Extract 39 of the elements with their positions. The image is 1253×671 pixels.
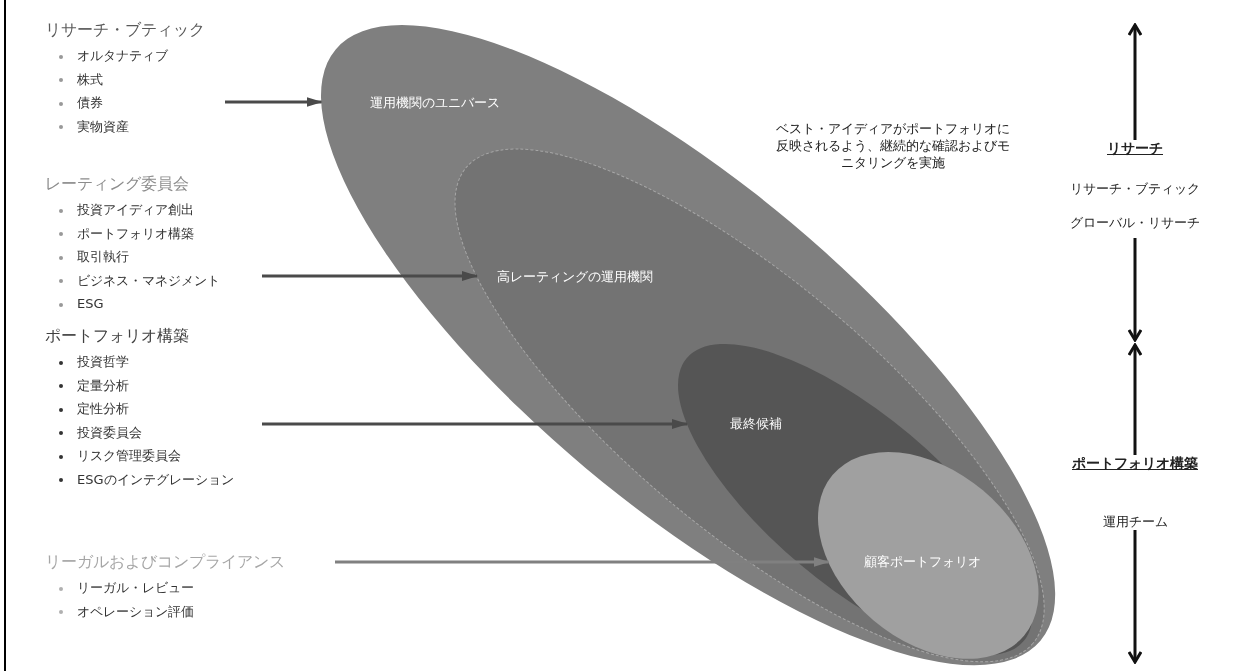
list-item: オルタナティブ: [77, 48, 168, 63]
ellipse-label: 顧客ポートフォリオ: [863, 552, 981, 571]
list-item: リスク管理委員会: [77, 448, 181, 463]
section-heading: ポートフォリオ構築: [1071, 455, 1199, 473]
list-item: リーガル・レビュー: [77, 580, 194, 595]
ellipse-label: 運用機関のユニバース: [370, 94, 500, 112]
section-item: グローバル・リサーチ: [1070, 214, 1200, 232]
list-item: 債券: [77, 95, 103, 110]
list-item: 定量分析: [77, 377, 129, 393]
list-item: オペレーション評価: [77, 603, 194, 619]
arrow: [262, 419, 688, 429]
arrow: [335, 557, 830, 567]
arrow: [1127, 530, 1143, 664]
arrow: [225, 97, 323, 107]
group-heading: レーティング委員会: [45, 173, 190, 195]
list-item: 定性分析: [77, 401, 129, 416]
arrow: [262, 271, 478, 281]
arrow: [1127, 343, 1143, 455]
list-item: ビジネス・マネジメント: [77, 272, 220, 288]
ellipse-label: 高レーティングの運用機関: [496, 267, 653, 286]
section-heading: リサーチ: [1106, 140, 1164, 158]
group-heading: リーガルおよびコンプライアンス: [45, 551, 286, 573]
list-item: 投資アイディア創出: [77, 202, 194, 217]
arrow: [1127, 23, 1143, 140]
list-item: 投資委員会: [77, 424, 142, 440]
note-text: ベスト・アイディアがポートフォリオに反映されるよう、継続的な確認およびモニタリングを実施: [776, 120, 1010, 171]
list-item: ESGのインテグレーション: [77, 471, 234, 487]
list-item: ポートフォリオ構築: [77, 225, 194, 241]
section-item: リサーチ・ブティック: [1070, 180, 1200, 198]
ellipse-label: 最終候補: [729, 414, 782, 433]
list-item: 実物資産: [77, 118, 129, 134]
group-heading: ポートフォリオ構築: [45, 325, 190, 347]
list-item: ESG: [77, 296, 104, 311]
list-item: 投資哲学: [77, 354, 129, 369]
list-item: 株式: [77, 71, 103, 87]
list-item: 取引執行: [77, 249, 129, 264]
group-heading: リサーチ・ブティック: [45, 19, 206, 41]
section-item: 運用チーム: [1101, 513, 1169, 531]
arrow: [1127, 238, 1143, 342]
